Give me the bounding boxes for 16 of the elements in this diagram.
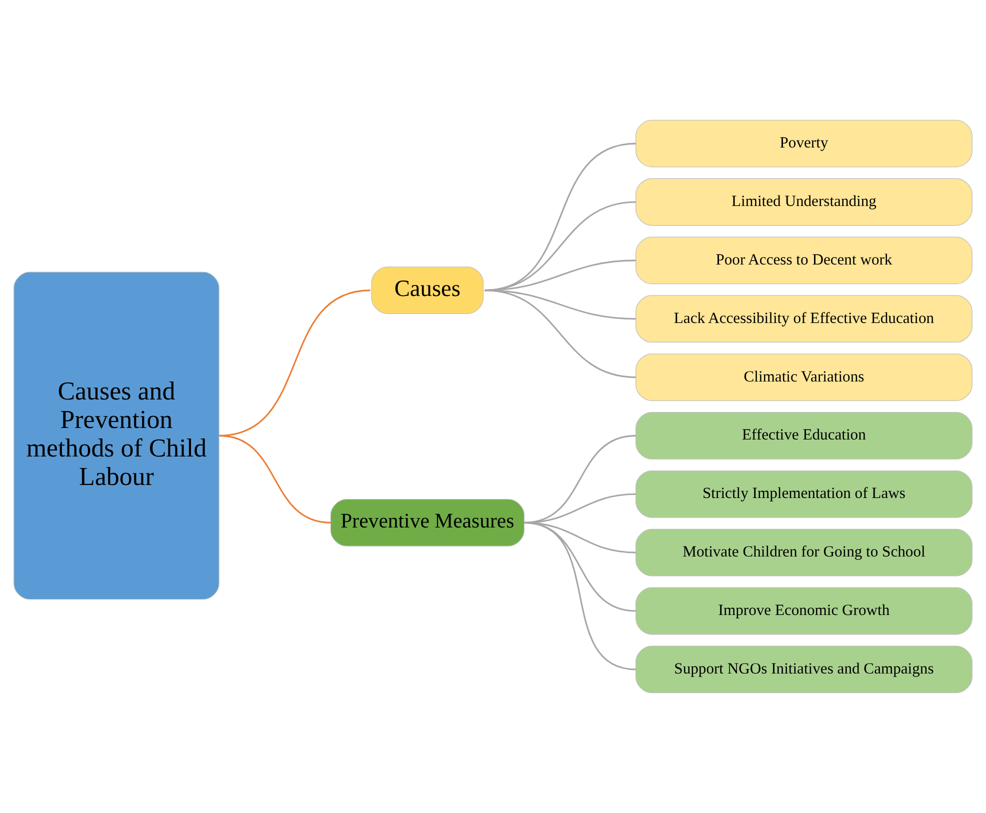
node-box: Causes and Prevention methods of Child Labour	[14, 272, 220, 600]
node-box: Motivate Children for Going to School	[636, 528, 972, 576]
node-box: Effective Education	[636, 412, 972, 460]
node-box: Poor Access to Decent work	[636, 236, 972, 284]
connector	[218, 434, 331, 524]
node-box: Causes	[371, 266, 484, 314]
connector	[524, 522, 636, 670]
node-box: Preventive Measures	[330, 499, 524, 546]
node-box: Support NGOs Initiatives and Campaigns	[636, 646, 972, 694]
connector	[484, 290, 636, 378]
node-box: Improve Economic Growth	[636, 587, 972, 635]
node-box: Climatic Variations	[636, 354, 972, 401]
node-box: Lack Accessibility of Effective Education	[636, 295, 972, 343]
node-box: Poverty	[636, 120, 972, 168]
node-box: Strictly Implementation of Laws	[636, 470, 972, 518]
node-box: Limited Understanding	[636, 178, 972, 226]
